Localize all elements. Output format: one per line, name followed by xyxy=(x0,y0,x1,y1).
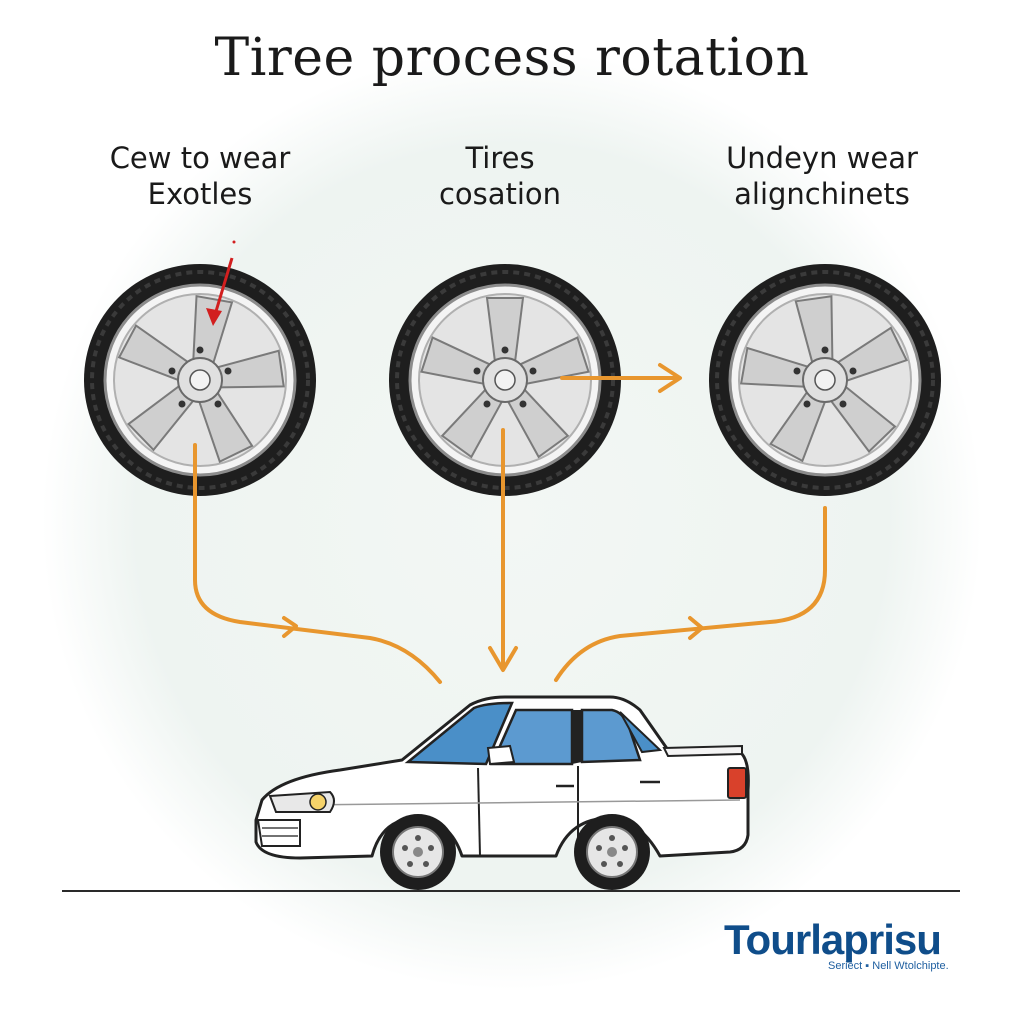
page-title: Tiree process rotation xyxy=(214,28,810,88)
background-circle xyxy=(42,50,982,990)
label-right: Undeyn wear alignchinets xyxy=(672,140,972,212)
label-center: Tires cosation xyxy=(350,140,650,212)
wheel-left xyxy=(84,264,316,496)
car-front-wheel xyxy=(380,814,456,890)
wear-marker-arrow xyxy=(206,240,236,326)
label-center-line-2: cosation xyxy=(438,177,562,211)
wheel-right xyxy=(709,264,941,496)
flow-arrows xyxy=(193,363,827,684)
arrow-right-to-car xyxy=(554,506,827,682)
label-right-line-2: alignchinets xyxy=(734,177,910,211)
label-left-line-2: Exotles xyxy=(147,177,253,211)
brand-tagline: Seriect ▪ Nell Wtolchipte. xyxy=(828,960,949,972)
brand-name: Tourlaprisu xyxy=(724,916,942,963)
label-right-line-1: Undeyn wear xyxy=(726,141,918,175)
label-left: Cew to wear Exotles xyxy=(50,140,350,212)
brand-logo: Tourlaprisu Seriect ▪ Nell Wtolchipte. xyxy=(724,916,994,973)
car-rear-wheel xyxy=(574,814,650,890)
arrow-left-to-car xyxy=(193,443,442,684)
car-illustration xyxy=(254,695,750,890)
label-center-line-1: Tires xyxy=(465,141,535,175)
label-left-line-1: Cew to wear xyxy=(109,141,291,175)
